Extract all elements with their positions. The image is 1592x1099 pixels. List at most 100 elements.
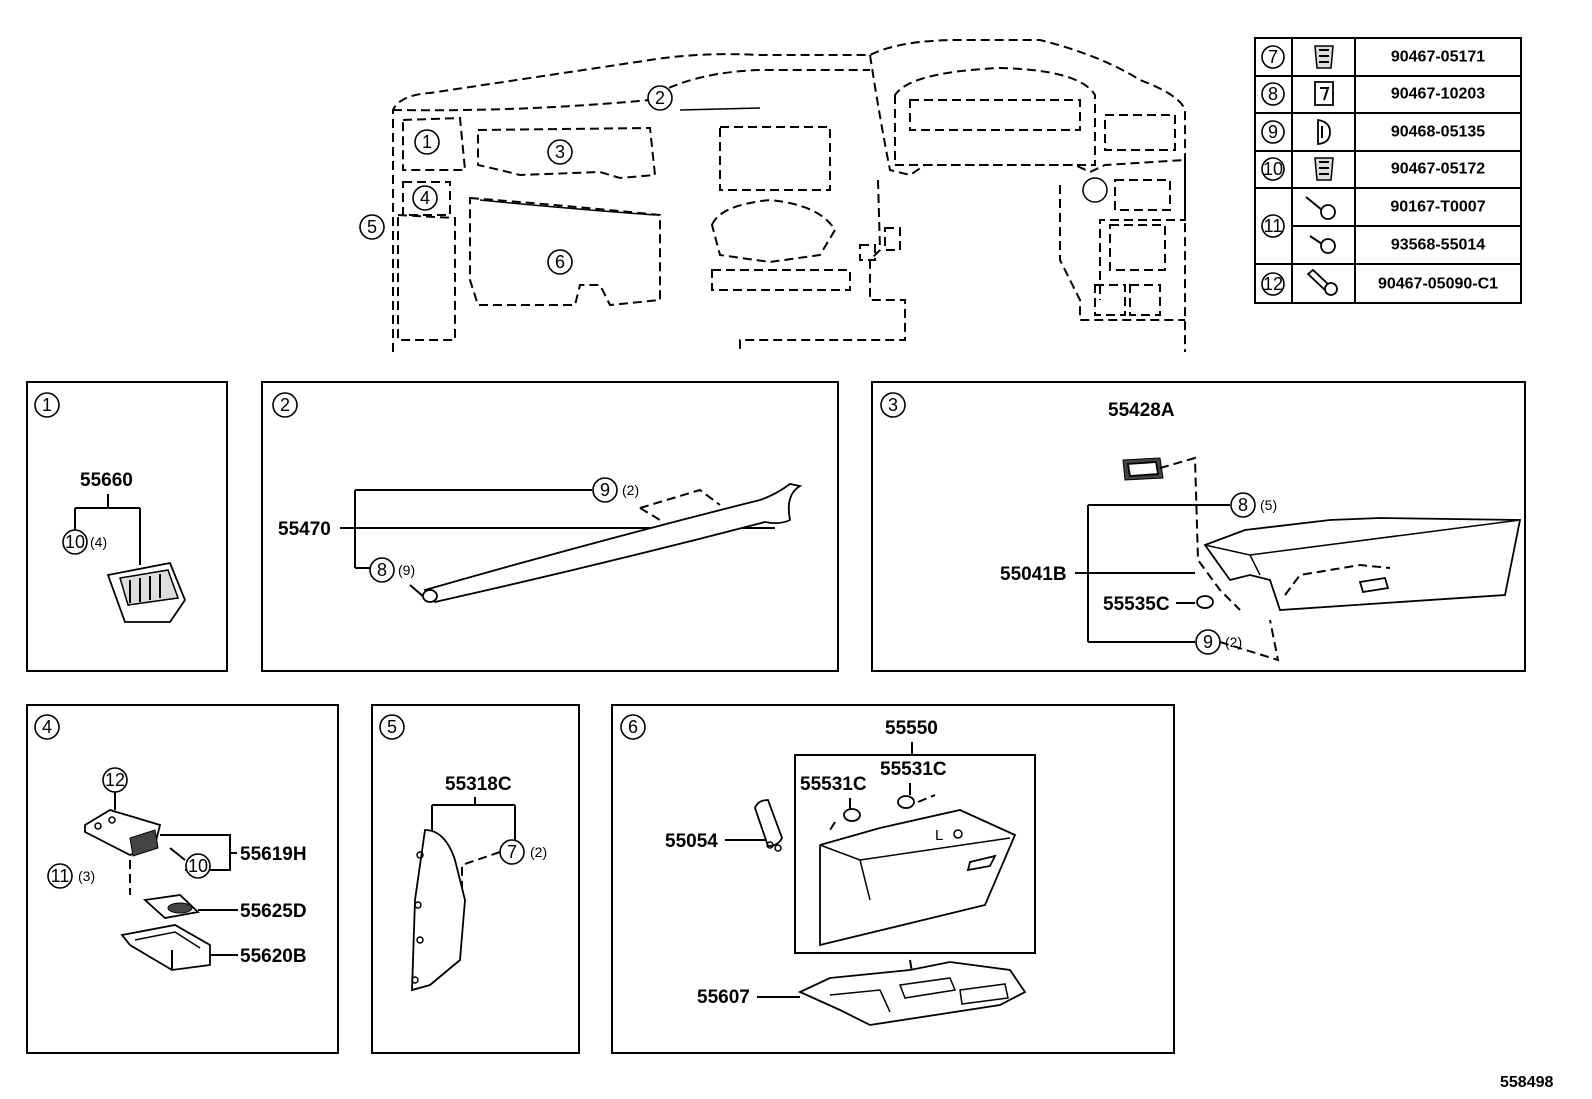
part-number-55550: 55550	[885, 718, 938, 739]
part-number-55318C: 55318C	[445, 774, 512, 795]
table-ref: 9	[1268, 122, 1278, 142]
screw-icon	[1305, 196, 1336, 220]
table-part-number: 90167-T0007	[1390, 199, 1485, 216]
pillar-garnish-part	[422, 483, 803, 603]
side-panel-part	[411, 829, 466, 992]
table-row: 8 90467-10203	[1261, 81, 1485, 106]
panel-1-id: 1	[42, 395, 52, 415]
svg-text:11: 11	[51, 866, 70, 886]
diagram-reference-number: 558498	[1500, 1074, 1553, 1091]
table-part-number: 90467-05172	[1391, 161, 1485, 178]
damper-part	[754, 799, 783, 852]
svg-text:10: 10	[65, 532, 85, 552]
part-number-55054: 55054	[665, 831, 718, 852]
part-number-55470: 55470	[278, 519, 331, 540]
svg-text:(3): (3)	[78, 868, 95, 884]
tray-part	[120, 924, 211, 971]
switch-part	[1122, 457, 1164, 481]
svg-text:9: 9	[600, 480, 610, 500]
svg-text:(4): (4)	[90, 534, 107, 550]
table-row: 10 90467-05172	[1261, 157, 1485, 181]
table-part-number: 90467-05171	[1391, 49, 1485, 66]
clip-icon	[1306, 268, 1338, 296]
panel-3: 3 55428A 55041B 8 (5) 9 (2) 55535C	[871, 381, 1526, 672]
svg-text:(2): (2)	[622, 482, 639, 498]
bolt-part	[843, 808, 861, 822]
panel-4: 4 12 10 55619H 11 (3) 55625D 55620B	[26, 704, 339, 1054]
svg-text:(5): (5)	[1260, 497, 1277, 513]
panel-2-id: 2	[280, 395, 290, 415]
part-number-55620B: 55620B	[240, 946, 307, 967]
svg-text:10: 10	[188, 856, 208, 876]
svg-text:8: 8	[377, 560, 387, 580]
overview-callout-1: 1	[414, 129, 440, 155]
bolt-part	[897, 795, 915, 809]
table-ref: 8	[1268, 84, 1278, 104]
panel-2: 2 55470 9 (2) 8 (9)	[261, 381, 839, 672]
table-part-number: 90468-05135	[1391, 124, 1485, 141]
panel-5: 5 55318C 7 (2)	[371, 704, 580, 1054]
part-number-55660: 55660	[80, 470, 133, 491]
part-number-55625D: 55625D	[240, 901, 307, 922]
svg-text:9: 9	[1203, 632, 1213, 652]
clip-icon	[1314, 45, 1334, 69]
table-row: 93568-55014	[1309, 235, 1485, 254]
bolt-part	[1196, 595, 1214, 609]
bracket-part	[84, 809, 162, 857]
svg-text:6: 6	[555, 252, 565, 272]
table-ref: 11	[1264, 216, 1283, 236]
part-number-55531C: 55531C	[880, 759, 947, 780]
overview-callout-3: 3	[547, 139, 573, 165]
part-number-55531C-2: 55531C	[800, 774, 867, 795]
table-row: 9 90468-05135	[1261, 118, 1485, 145]
overview-callout-4: 4	[412, 185, 438, 211]
svg-text:(2): (2)	[530, 844, 547, 860]
fastener-table	[1254, 37, 1522, 304]
panel-part	[1203, 517, 1522, 611]
glove-box-housing-part	[797, 959, 1027, 1026]
table-ref: 12	[1263, 274, 1283, 294]
clip-icon	[1317, 118, 1331, 145]
cup-holder-part	[142, 894, 200, 919]
part-number-55041B: 55041B	[1000, 564, 1067, 585]
part-number-55619H: 55619H	[240, 844, 307, 865]
lock-label: L	[935, 827, 943, 844]
table-part-number: 90467-05090-C1	[1378, 276, 1498, 293]
panel-6-id: 6	[628, 717, 638, 737]
instrument-panel-overview	[392, 39, 1186, 352]
svg-text:12: 12	[105, 770, 125, 790]
glove-box-door-part: L	[819, 809, 1017, 947]
table-part-number: 93568-55014	[1391, 237, 1485, 254]
svg-text:(9): (9)	[398, 562, 415, 578]
svg-text:8: 8	[1238, 495, 1248, 515]
svg-text:4: 4	[420, 188, 430, 208]
svg-text:(2): (2)	[1225, 634, 1242, 650]
svg-text:1: 1	[422, 132, 432, 152]
panel-1: 1 55660 10 (4)	[26, 381, 228, 672]
svg-text:7: 7	[507, 842, 517, 862]
panel-3-id: 3	[888, 395, 898, 415]
table-row: 7 90467-05171	[1261, 45, 1485, 69]
screw-icon	[1309, 235, 1336, 254]
part-number-55535C: 55535C	[1103, 594, 1170, 615]
table-ref: 7	[1268, 47, 1278, 67]
panel-6: 6 55550 55531C 55531C L 55054 55607	[611, 704, 1175, 1054]
air-vent-part	[106, 561, 187, 623]
table-row: 11 90167-T0007	[1261, 196, 1486, 238]
overview-callout-6: 6	[547, 249, 573, 275]
table-part-number: 90467-10203	[1391, 86, 1485, 103]
panel-5-id: 5	[387, 717, 397, 737]
part-number-55428A: 55428A	[1108, 400, 1175, 421]
clip-icon	[1314, 81, 1334, 106]
table-ref: 10	[1263, 159, 1283, 179]
overview-callout-5: 5	[359, 214, 385, 240]
svg-text:3: 3	[555, 142, 565, 162]
clip-icon	[1314, 157, 1334, 181]
overview-callout-2: 2	[647, 85, 673, 111]
svg-text:5: 5	[367, 217, 377, 237]
svg-text:2: 2	[655, 88, 665, 108]
table-row: 12 90467-05090-C1	[1261, 268, 1498, 296]
panel-4-id: 4	[42, 717, 52, 737]
